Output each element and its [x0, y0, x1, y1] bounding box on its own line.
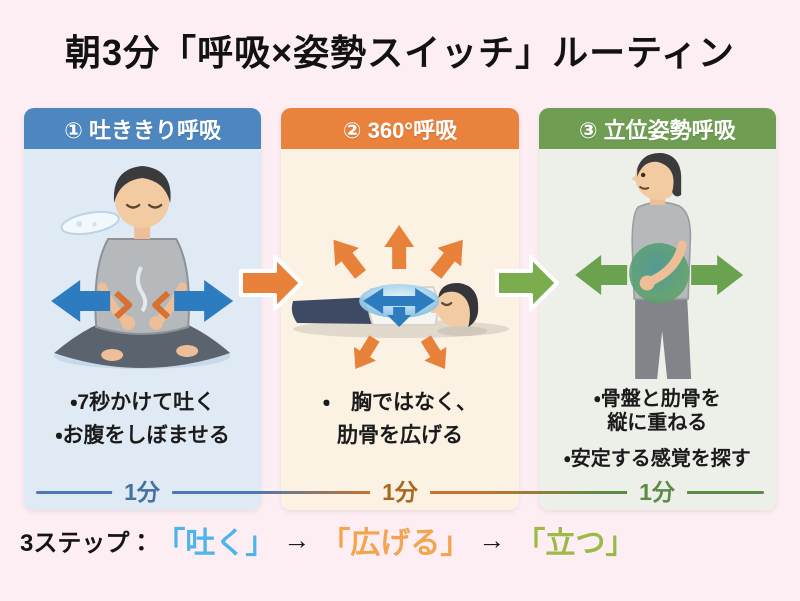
- bullet: ・骨盤と肋骨を: [593, 388, 721, 410]
- right-arrow-glyph: →: [478, 524, 506, 555]
- bullet: ・ 胸ではなく、: [322, 391, 478, 414]
- bullet: ・安定する感覚を探す: [563, 448, 751, 470]
- panel2-header: ② 360°呼吸: [281, 108, 519, 149]
- duration-panel1: 1分: [112, 478, 172, 506]
- closed-eye: [125, 203, 141, 209]
- illustration-lying-360: [281, 149, 518, 379]
- legs-pants: [634, 297, 691, 379]
- sitting-man-illustration: [51, 166, 234, 369]
- panel-exhale-breathing: ① 吐ききり呼吸: [24, 108, 262, 510]
- bullet: ・お腹をしぼませる: [55, 423, 230, 447]
- bullet: 縦に重ねる: [607, 412, 708, 434]
- step-stand: 「立つ」: [515, 527, 636, 560]
- hair: [636, 152, 681, 197]
- balance-arrows: [574, 255, 743, 295]
- duration-panel3: 1分: [627, 478, 687, 506]
- nose: [630, 175, 637, 182]
- illustration-sitting-exhale: [24, 149, 261, 379]
- step-expand: 「広げる」: [320, 527, 471, 560]
- duration-panel2: 1分: [370, 478, 430, 506]
- hair: [113, 166, 171, 203]
- head: [115, 174, 170, 228]
- panel2-bullets: ・ 胸ではなく、 肋骨を広げる: [281, 379, 518, 510]
- lying-man-illustration: [292, 225, 510, 370]
- lateral-expand-arrow: [363, 288, 436, 327]
- panels-row: ① 吐ききり呼吸: [24, 108, 776, 510]
- page-title: 朝3分「呼吸×姿勢スイッチ」ルーティン: [65, 32, 735, 73]
- step1-to-step2-arrow-icon: [239, 255, 303, 311]
- expand-outward-arrows: [51, 280, 234, 322]
- panel3-bullets: ・骨盤と肋骨を 縦に重ねる ・安定する感覚を探す: [539, 379, 776, 510]
- illustration-standing-profile: [539, 149, 776, 379]
- smile: [638, 186, 649, 190]
- closed-eye: [441, 301, 453, 307]
- legs-pants: [292, 297, 378, 324]
- eye: [640, 172, 646, 178]
- panel3-header: ③ 立位姿勢呼吸: [538, 108, 776, 149]
- standing-man-illustration: [574, 152, 743, 379]
- panel1-header: ① 吐ききり呼吸: [24, 108, 262, 149]
- belly-squeeze-arrows: [114, 290, 171, 320]
- panel1-bullets: ・7秒かけて吐く ・お腹をしぼませる: [24, 379, 261, 510]
- panel-360-breathing: ② 360°呼吸: [281, 108, 519, 510]
- right-arrow-glyph: →: [283, 524, 311, 555]
- panel-standing-posture-breathing: ③ 立位姿勢呼吸: [538, 108, 776, 510]
- closed-eye: [147, 203, 163, 209]
- three-step-summary: 3ステップ： 「吐く」 → 「広げる」 → 「立つ」: [20, 518, 635, 562]
- exhale-breath-cloud: [60, 210, 120, 236]
- step2-to-step3-arrow-icon: [495, 255, 559, 311]
- radiating-arrows: [333, 225, 464, 370]
- bullet: ・7秒かけて吐く: [70, 391, 216, 414]
- bullet: 肋骨を広げる: [336, 423, 463, 447]
- step-exhale: 「吐く」: [155, 527, 276, 560]
- hair: [438, 282, 479, 327]
- summary-prefix: 3ステップ：: [20, 529, 154, 557]
- torso-shirt: [94, 238, 190, 335]
